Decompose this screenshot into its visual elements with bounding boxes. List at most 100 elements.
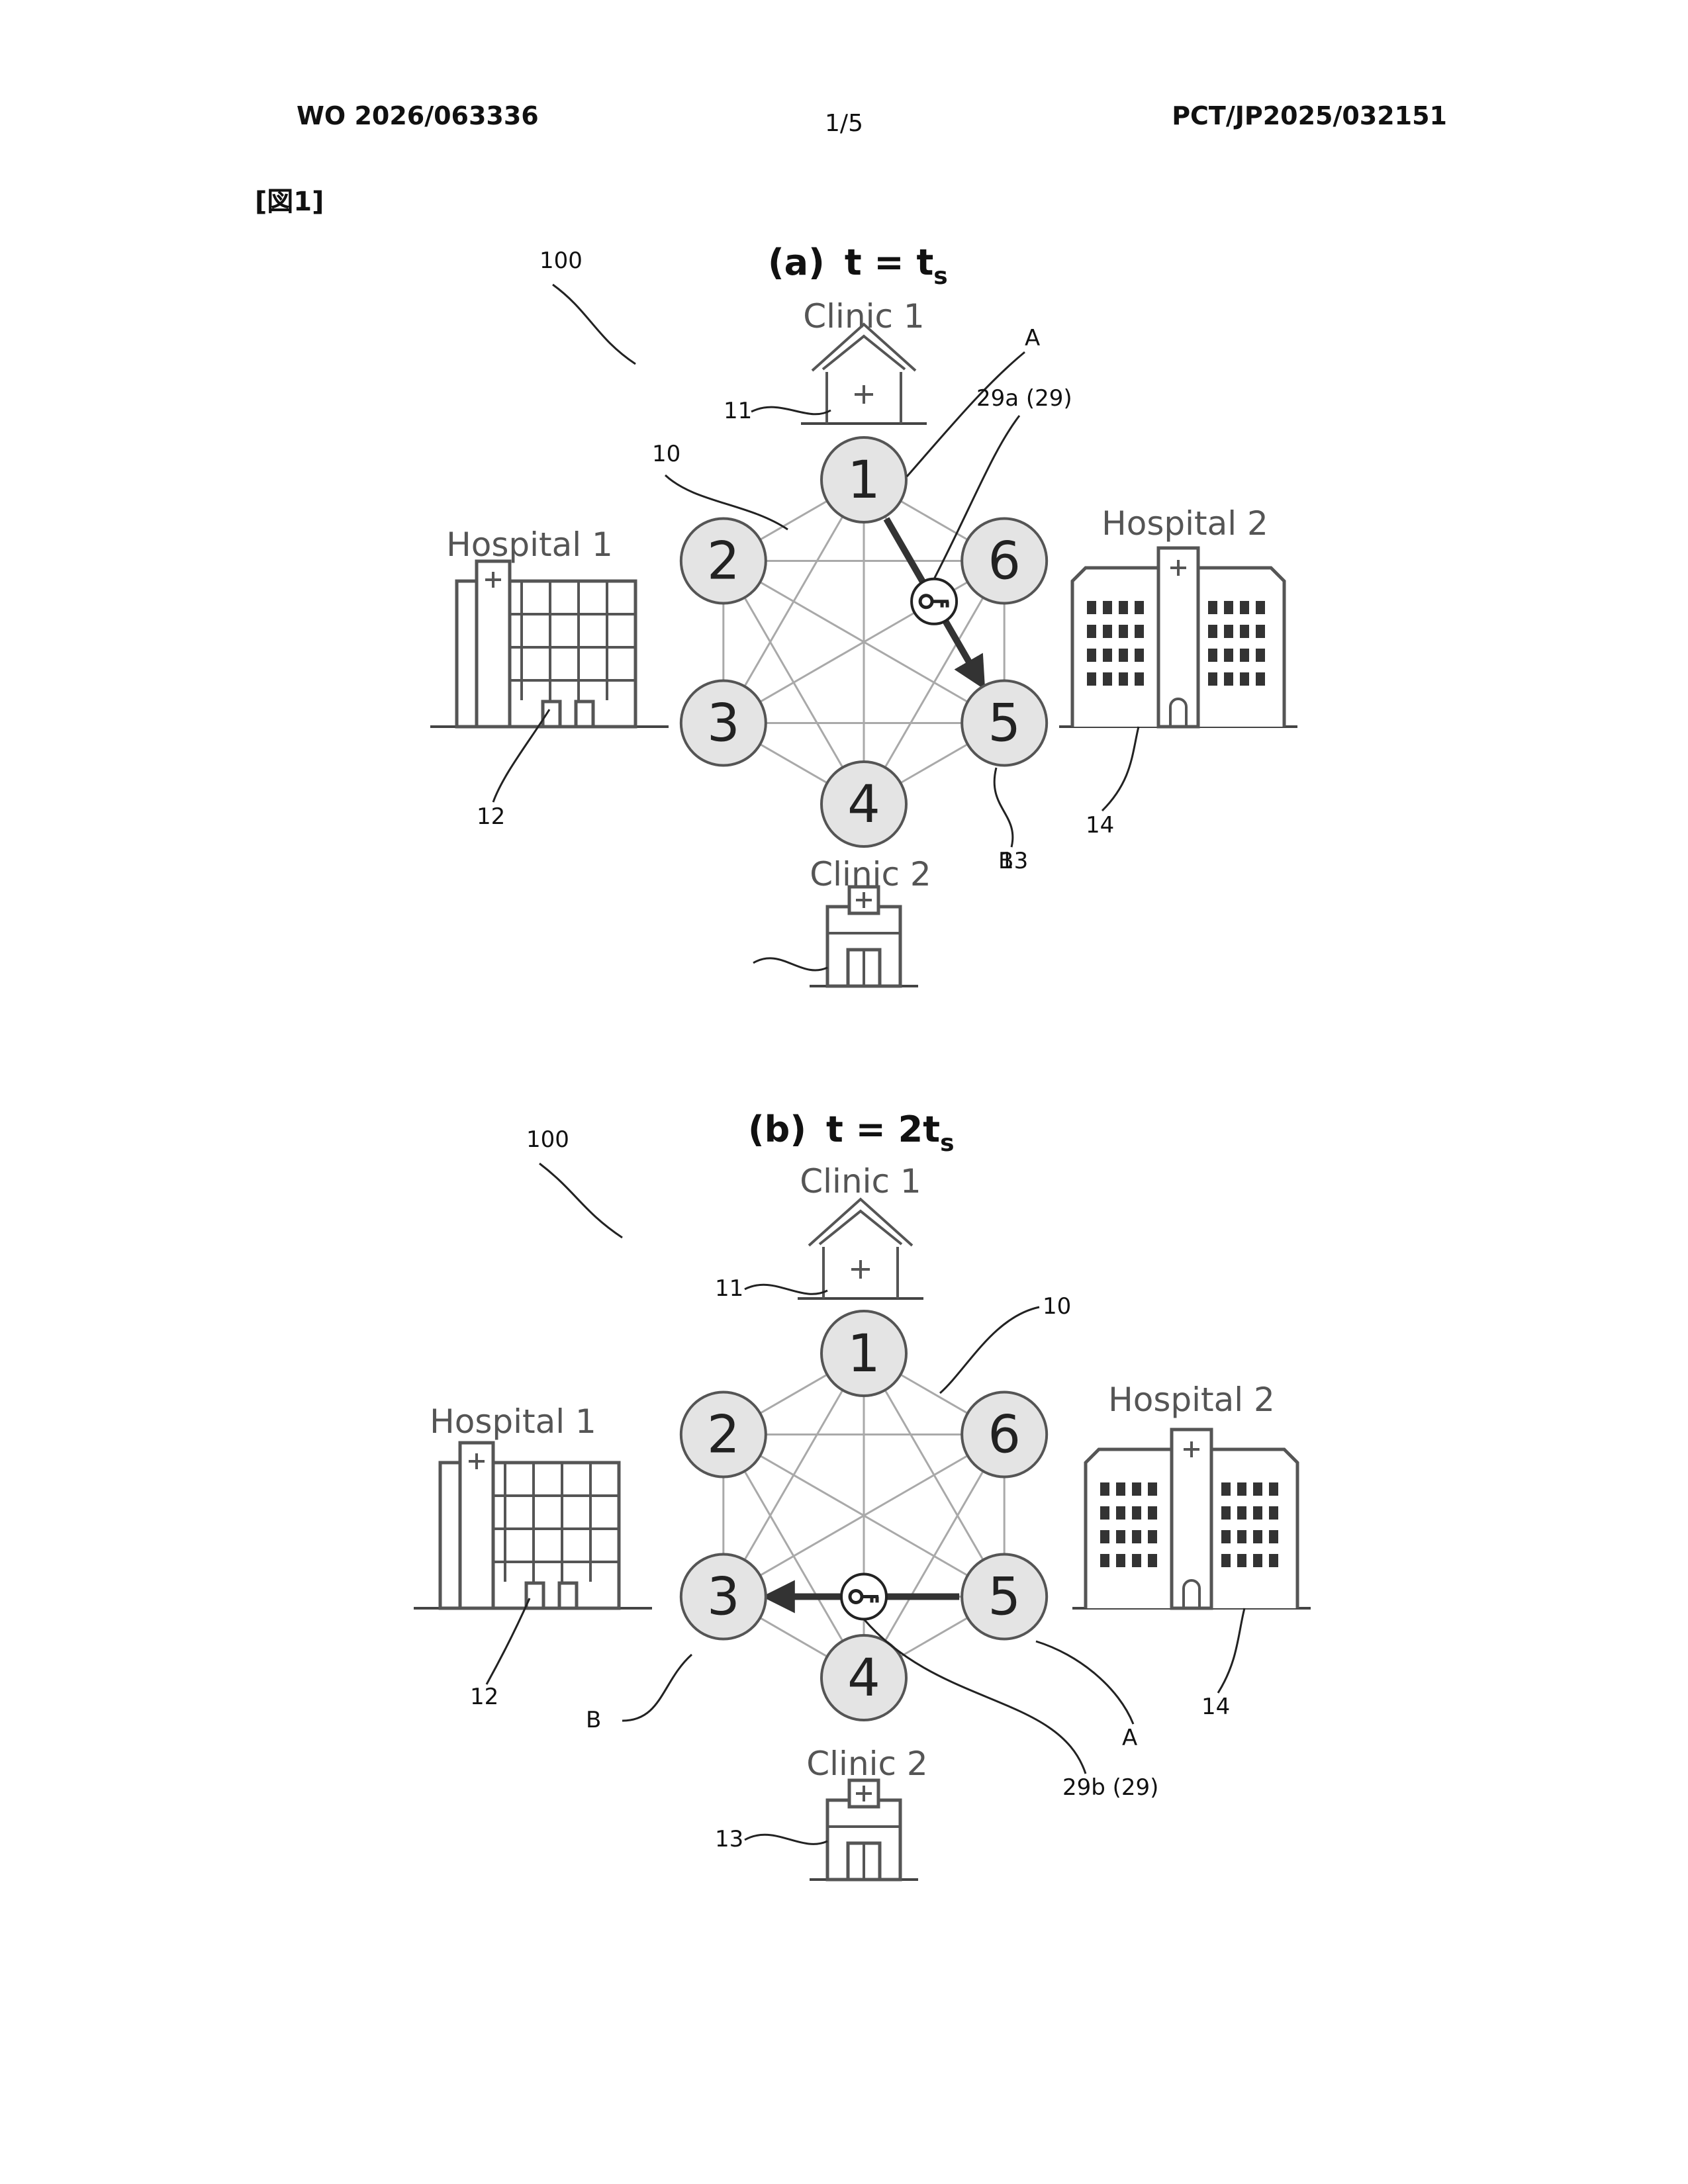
leader-hospital1 — [487, 1598, 530, 1684]
window — [1256, 601, 1265, 614]
window — [1103, 649, 1112, 662]
node-label: 4 — [847, 1649, 880, 1708]
roof-inner — [820, 1211, 902, 1244]
mesh-edges — [724, 1353, 1004, 1678]
node-label: 1 — [847, 451, 880, 510]
window — [1119, 672, 1128, 686]
window — [1237, 1530, 1246, 1543]
node-label: 5 — [988, 694, 1021, 754]
node-5: 5 — [962, 681, 1047, 766]
window — [1256, 672, 1265, 686]
node-3: 3 — [681, 681, 766, 766]
window — [1221, 1482, 1231, 1496]
window — [1116, 1506, 1125, 1520]
hospital1-label: Hospital 1 — [446, 525, 613, 564]
leader-node-a — [907, 352, 1025, 477]
clinic2-label: Clinic 2 — [810, 855, 931, 893]
window — [1135, 601, 1144, 614]
ref-hospital2: 14 — [1086, 812, 1114, 839]
leader-clinic1 — [751, 407, 831, 414]
node-label: 4 — [847, 775, 880, 835]
node-4: 4 — [821, 762, 906, 846]
leader-hospital2 — [1102, 727, 1139, 811]
panels: (a)t = ts Clinic 1 Clinic 2 Hospital 1 Hospi… — [414, 242, 1311, 1880]
title-equation: t = t — [845, 242, 933, 283]
window — [1256, 625, 1265, 638]
hospital1-label: Hospital 1 — [430, 1402, 596, 1441]
node-1: 1 — [821, 1311, 906, 1396]
window — [1208, 649, 1217, 662]
hospital1-building — [430, 561, 669, 727]
node-label: 5 — [988, 1568, 1021, 1627]
window — [1224, 672, 1233, 686]
window — [1148, 1554, 1157, 1567]
window — [1208, 601, 1217, 614]
window — [1240, 601, 1249, 614]
window — [1253, 1554, 1262, 1567]
panel-a: (a)t = tsClinic 1Clinic 2Hospital 1Hospi… — [430, 242, 1297, 986]
window — [1253, 1506, 1262, 1520]
roof-inner — [823, 336, 905, 369]
clinic1-building — [801, 324, 927, 424]
window — [1148, 1482, 1157, 1496]
cross-icon — [855, 385, 873, 404]
window — [1237, 1554, 1246, 1567]
leader-clinic2 — [753, 958, 827, 970]
window — [1269, 1554, 1278, 1567]
ref-network: 10 — [1043, 1293, 1071, 1320]
window — [1116, 1554, 1125, 1567]
ref-hospital1: 12 — [470, 1684, 498, 1710]
leader-system — [539, 1163, 622, 1238]
clinic2-label: Clinic 2 — [806, 1745, 927, 1783]
leader-network — [940, 1307, 1039, 1393]
ref-hospital1: 12 — [477, 803, 505, 830]
window — [1132, 1482, 1141, 1496]
clinic1-building — [798, 1199, 923, 1298]
window — [1224, 625, 1233, 638]
node-label: 2 — [707, 532, 740, 592]
window — [1240, 649, 1249, 662]
door-left — [526, 1583, 543, 1608]
window — [1253, 1530, 1262, 1543]
node-3: 3 — [681, 1555, 766, 1639]
panel-b: (b)t = 2tsClinic 1Clinic 2Hospital 1Hosp… — [414, 1109, 1311, 1880]
window — [1100, 1554, 1109, 1567]
node-label: 6 — [988, 1406, 1021, 1465]
window — [1240, 625, 1249, 638]
clinic1-label: Clinic 1 — [803, 297, 924, 336]
window — [1240, 672, 1249, 686]
panel-title: (a)t = ts — [768, 242, 948, 290]
ref-key: 29a (29) — [976, 385, 1072, 412]
node-2: 2 — [681, 519, 766, 604]
leader-node-b — [994, 768, 1013, 847]
ref-system: 100 — [526, 1126, 569, 1153]
clinic1-label: Clinic 1 — [800, 1162, 921, 1201]
window — [1253, 1482, 1262, 1496]
node-label: 2 — [707, 1406, 740, 1465]
ref-clinic1: 11 — [724, 398, 752, 424]
publication-number: WO 2026/063336 — [297, 101, 539, 130]
ref-clinic2: 13 — [715, 1826, 743, 1852]
leader-node-a — [1036, 1641, 1133, 1724]
window — [1269, 1506, 1278, 1520]
window — [1221, 1530, 1231, 1543]
door-right — [576, 702, 593, 727]
title-subscript: s — [940, 1130, 954, 1157]
ref-network: 10 — [652, 441, 680, 467]
door-right — [559, 1583, 577, 1608]
window — [1103, 625, 1112, 638]
window — [1269, 1482, 1278, 1496]
window — [1269, 1530, 1278, 1543]
window — [1132, 1554, 1141, 1567]
window — [1103, 601, 1112, 614]
clinic2-building — [810, 1780, 918, 1880]
window — [1148, 1506, 1157, 1520]
window — [1100, 1482, 1109, 1496]
window — [1135, 672, 1144, 686]
hospital2-label: Hospital 2 — [1108, 1381, 1275, 1419]
mesh-edges — [724, 480, 1004, 804]
node-label: 6 — [988, 532, 1021, 592]
window — [1221, 1554, 1231, 1567]
window — [1119, 625, 1128, 638]
